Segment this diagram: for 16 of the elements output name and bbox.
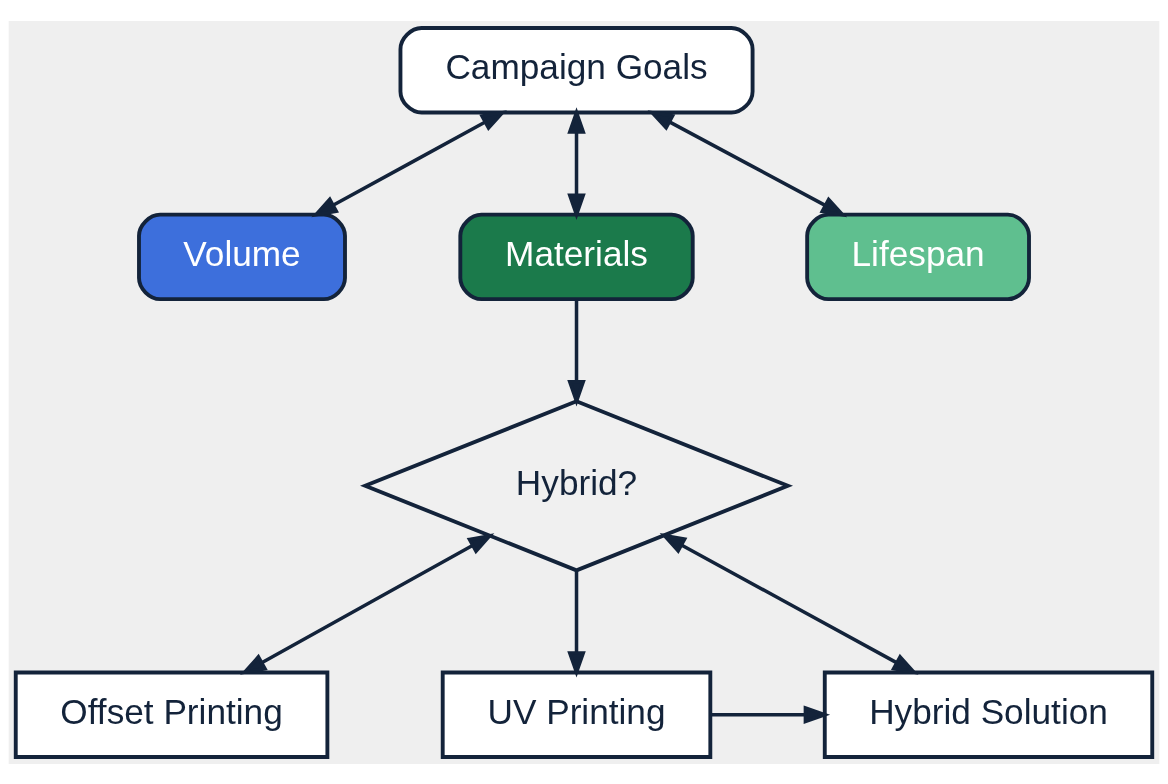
arrow [567,299,586,406]
arrow [710,704,831,724]
node-box: Hybrid Solution [822,670,1155,759]
arrow [311,109,507,217]
arrow [659,532,919,675]
arrow [567,106,586,220]
node-box: Campaign Goals [398,25,755,114]
node-box: Offset Printing [13,670,330,759]
node-box: Lifespan [805,212,1031,301]
arrow [567,570,586,678]
arrow [240,532,495,675]
node-diamond: Hybrid? [360,398,793,572]
arrow [647,109,848,217]
node-box: Materials [458,212,695,301]
node-box: Volume [137,212,347,301]
node-box: UV Printing [440,670,713,759]
